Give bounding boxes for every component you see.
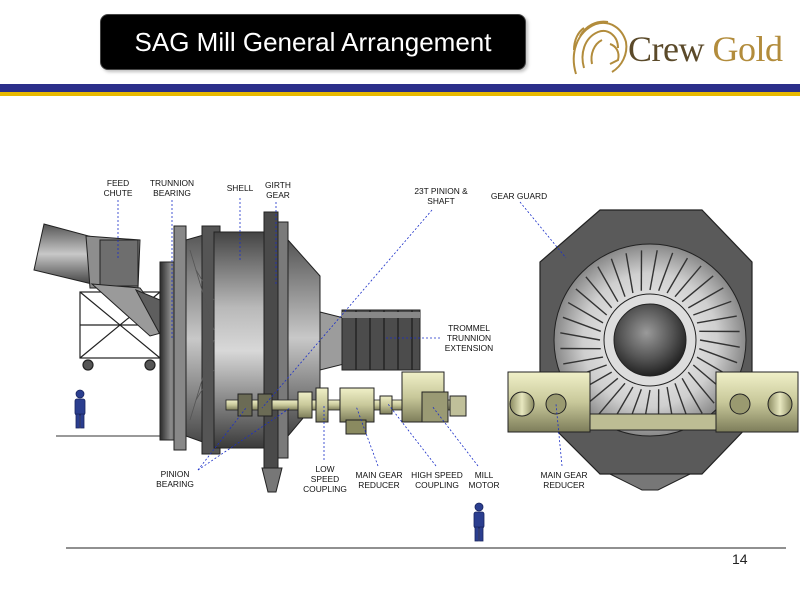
label-pinion-bearing: PINION BEARING (156, 469, 194, 489)
gear-spoke (687, 287, 724, 309)
label-high-speed-coupling: HIGH SPEED COUPLING (411, 470, 463, 490)
leader-gear-guard (519, 201, 567, 259)
gear-spoke (681, 377, 703, 414)
gear-spoke (560, 332, 601, 341)
lion-head-icon (572, 20, 628, 75)
mill-shell (189, 225, 271, 455)
title-box: SAG Mill General Arrangement (100, 14, 526, 70)
gear-spoke (666, 257, 689, 294)
logo-text-gold: Gold (712, 29, 783, 69)
gear-spoke (687, 371, 715, 404)
gear-spoke (649, 250, 658, 291)
label-shell: SHELL (226, 183, 254, 193)
slide-title: SAG Mill General Arrangement (134, 27, 492, 57)
leader-high-speed-coupling (387, 403, 437, 467)
gear-spoke (681, 275, 714, 303)
gear-spoke (585, 276, 613, 309)
gear-spoke (699, 339, 740, 348)
girth-gear (261, 211, 289, 493)
gear-spoke (658, 252, 674, 292)
gear-spoke (563, 356, 604, 365)
label-main-gear-reducer: MAIN GEAR REDUCER (355, 470, 403, 490)
label-low-speed-coupling: LOW SPEED COUPLING (303, 464, 347, 494)
side-elevation (33, 211, 467, 493)
main-gear-reducer-right (715, 371, 799, 433)
leader-pinion-bearing-1 (197, 407, 247, 471)
mill-motor (401, 371, 467, 423)
feed-chute (33, 223, 177, 339)
person-figure-left (74, 389, 86, 429)
logo-text-crew: Crew (628, 29, 704, 69)
main-gear-reducer-left (507, 371, 591, 433)
gear-spoke (586, 377, 619, 405)
page-number: 14 (732, 551, 748, 567)
leader-pinion-shaft (261, 209, 433, 409)
gear-spoke (674, 265, 702, 298)
end-elevation (473, 209, 799, 542)
gear-spoke (625, 253, 634, 294)
header-stripe-blue (0, 84, 800, 92)
gear-spoke (567, 301, 604, 324)
company-logo-text: Crew Gold (628, 28, 783, 70)
trommel (341, 309, 421, 371)
gear-spoke (562, 316, 602, 332)
label-feed-chute: FEED CHUTE (103, 178, 133, 198)
reducer-base (565, 413, 735, 431)
label-gear-guard: GEAR GUARD (490, 191, 548, 201)
label-main-gear-reducer-end: MAIN GEAR REDUCER (540, 470, 588, 490)
trunnion-opening (613, 303, 687, 377)
low-speed-coupling (297, 387, 329, 423)
leader-main-gear-reducer (355, 405, 379, 467)
bottom-hopper (609, 473, 691, 491)
gear-spoke (598, 382, 626, 415)
header-stripe-gold (0, 92, 800, 96)
high-speed-coupling (379, 395, 393, 415)
leader-mill-motor (431, 405, 479, 467)
main-gear-reducer (339, 387, 375, 435)
label-mill-motor: MILL MOTOR (468, 470, 500, 490)
person-figure-right (473, 502, 485, 542)
leader-lines (117, 198, 567, 471)
gear-spoke (610, 258, 626, 297)
gear-spoke (597, 266, 619, 303)
gear-spoke (698, 348, 738, 364)
gear-spoke (693, 300, 732, 316)
label-trunnion-bearing: TRUNNION BEARING (149, 178, 195, 198)
gear-spoke (575, 288, 608, 316)
leader-pinion-bearing-2 (197, 407, 291, 471)
label-pinion-shaft: 23T PINION & SHAFT (414, 186, 468, 206)
label-trommel: TROMMEL TRUNNION EXTENSION (444, 323, 494, 353)
gear-spoke (696, 315, 737, 324)
label-girth-gear: GIRTH GEAR (265, 180, 291, 200)
trunnion-bearing (159, 225, 187, 451)
